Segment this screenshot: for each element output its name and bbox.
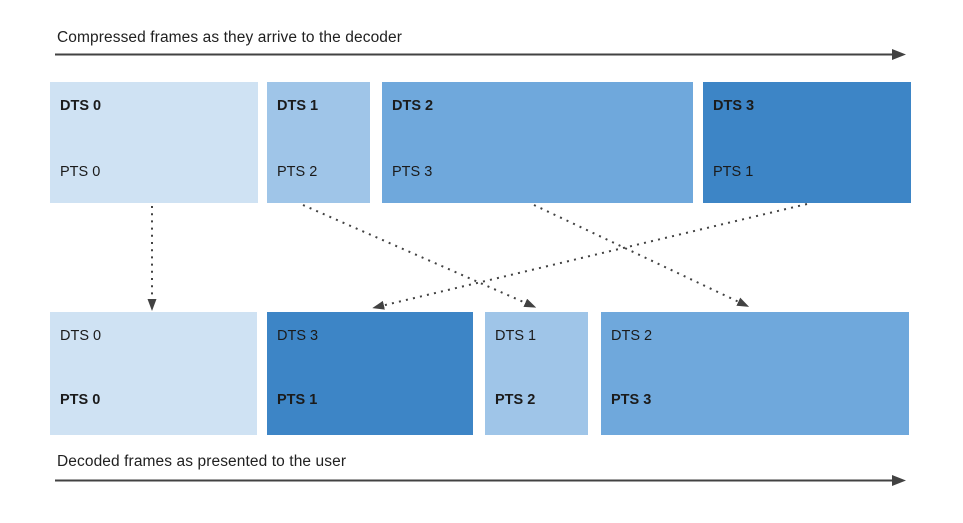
compressed-frame-box-2: DTS 2 PTS 3 [382, 82, 693, 203]
compressed-frame-box-3: DTS 3 PTS 1 [703, 82, 911, 203]
mapping-arrow-dts2-to-pts3 [533, 204, 750, 307]
dts-label: DTS 3 [713, 98, 755, 114]
dts-label: DTS 2 [611, 328, 653, 344]
decoded-frame-box-3: DTS 2 PTS 3 [601, 312, 909, 435]
decoded-frame-box-1: DTS 3 PTS 1 [267, 312, 473, 435]
mapping-arrow-dts3-to-pts1 [372, 203, 808, 310]
compressed-frame-box-1: DTS 1 PTS 2 [267, 82, 370, 203]
decoded-timeline-label: Decoded frames as presented to the user [57, 453, 347, 470]
dts-label: DTS 1 [495, 328, 537, 344]
pts-label: PTS 1 [713, 164, 754, 180]
pts-label: PTS 3 [392, 164, 433, 180]
compressed-frame-box-0: DTS 0 PTS 0 [50, 82, 258, 203]
dts-label: DTS 1 [277, 98, 319, 114]
pts-label: PTS 0 [60, 392, 101, 408]
decoded-frame-box-2: DTS 1 PTS 2 [485, 312, 588, 435]
pts-label: PTS 2 [277, 164, 318, 180]
pts-label: PTS 0 [60, 164, 101, 180]
decoded-frame-box-0: DTS 0 PTS 0 [50, 312, 257, 435]
compressed-timeline-label: Compressed frames as they arrive to the … [57, 29, 402, 46]
dts-label: DTS 0 [60, 328, 102, 344]
dts-label: DTS 3 [277, 328, 319, 344]
dts-label: DTS 2 [392, 98, 434, 114]
dts-label: DTS 0 [60, 98, 102, 114]
pts-label: PTS 2 [495, 392, 536, 408]
pts-label: PTS 1 [277, 392, 318, 408]
pts-label: PTS 3 [611, 392, 652, 408]
mapping-arrow-dts1-to-pts2 [302, 204, 537, 308]
